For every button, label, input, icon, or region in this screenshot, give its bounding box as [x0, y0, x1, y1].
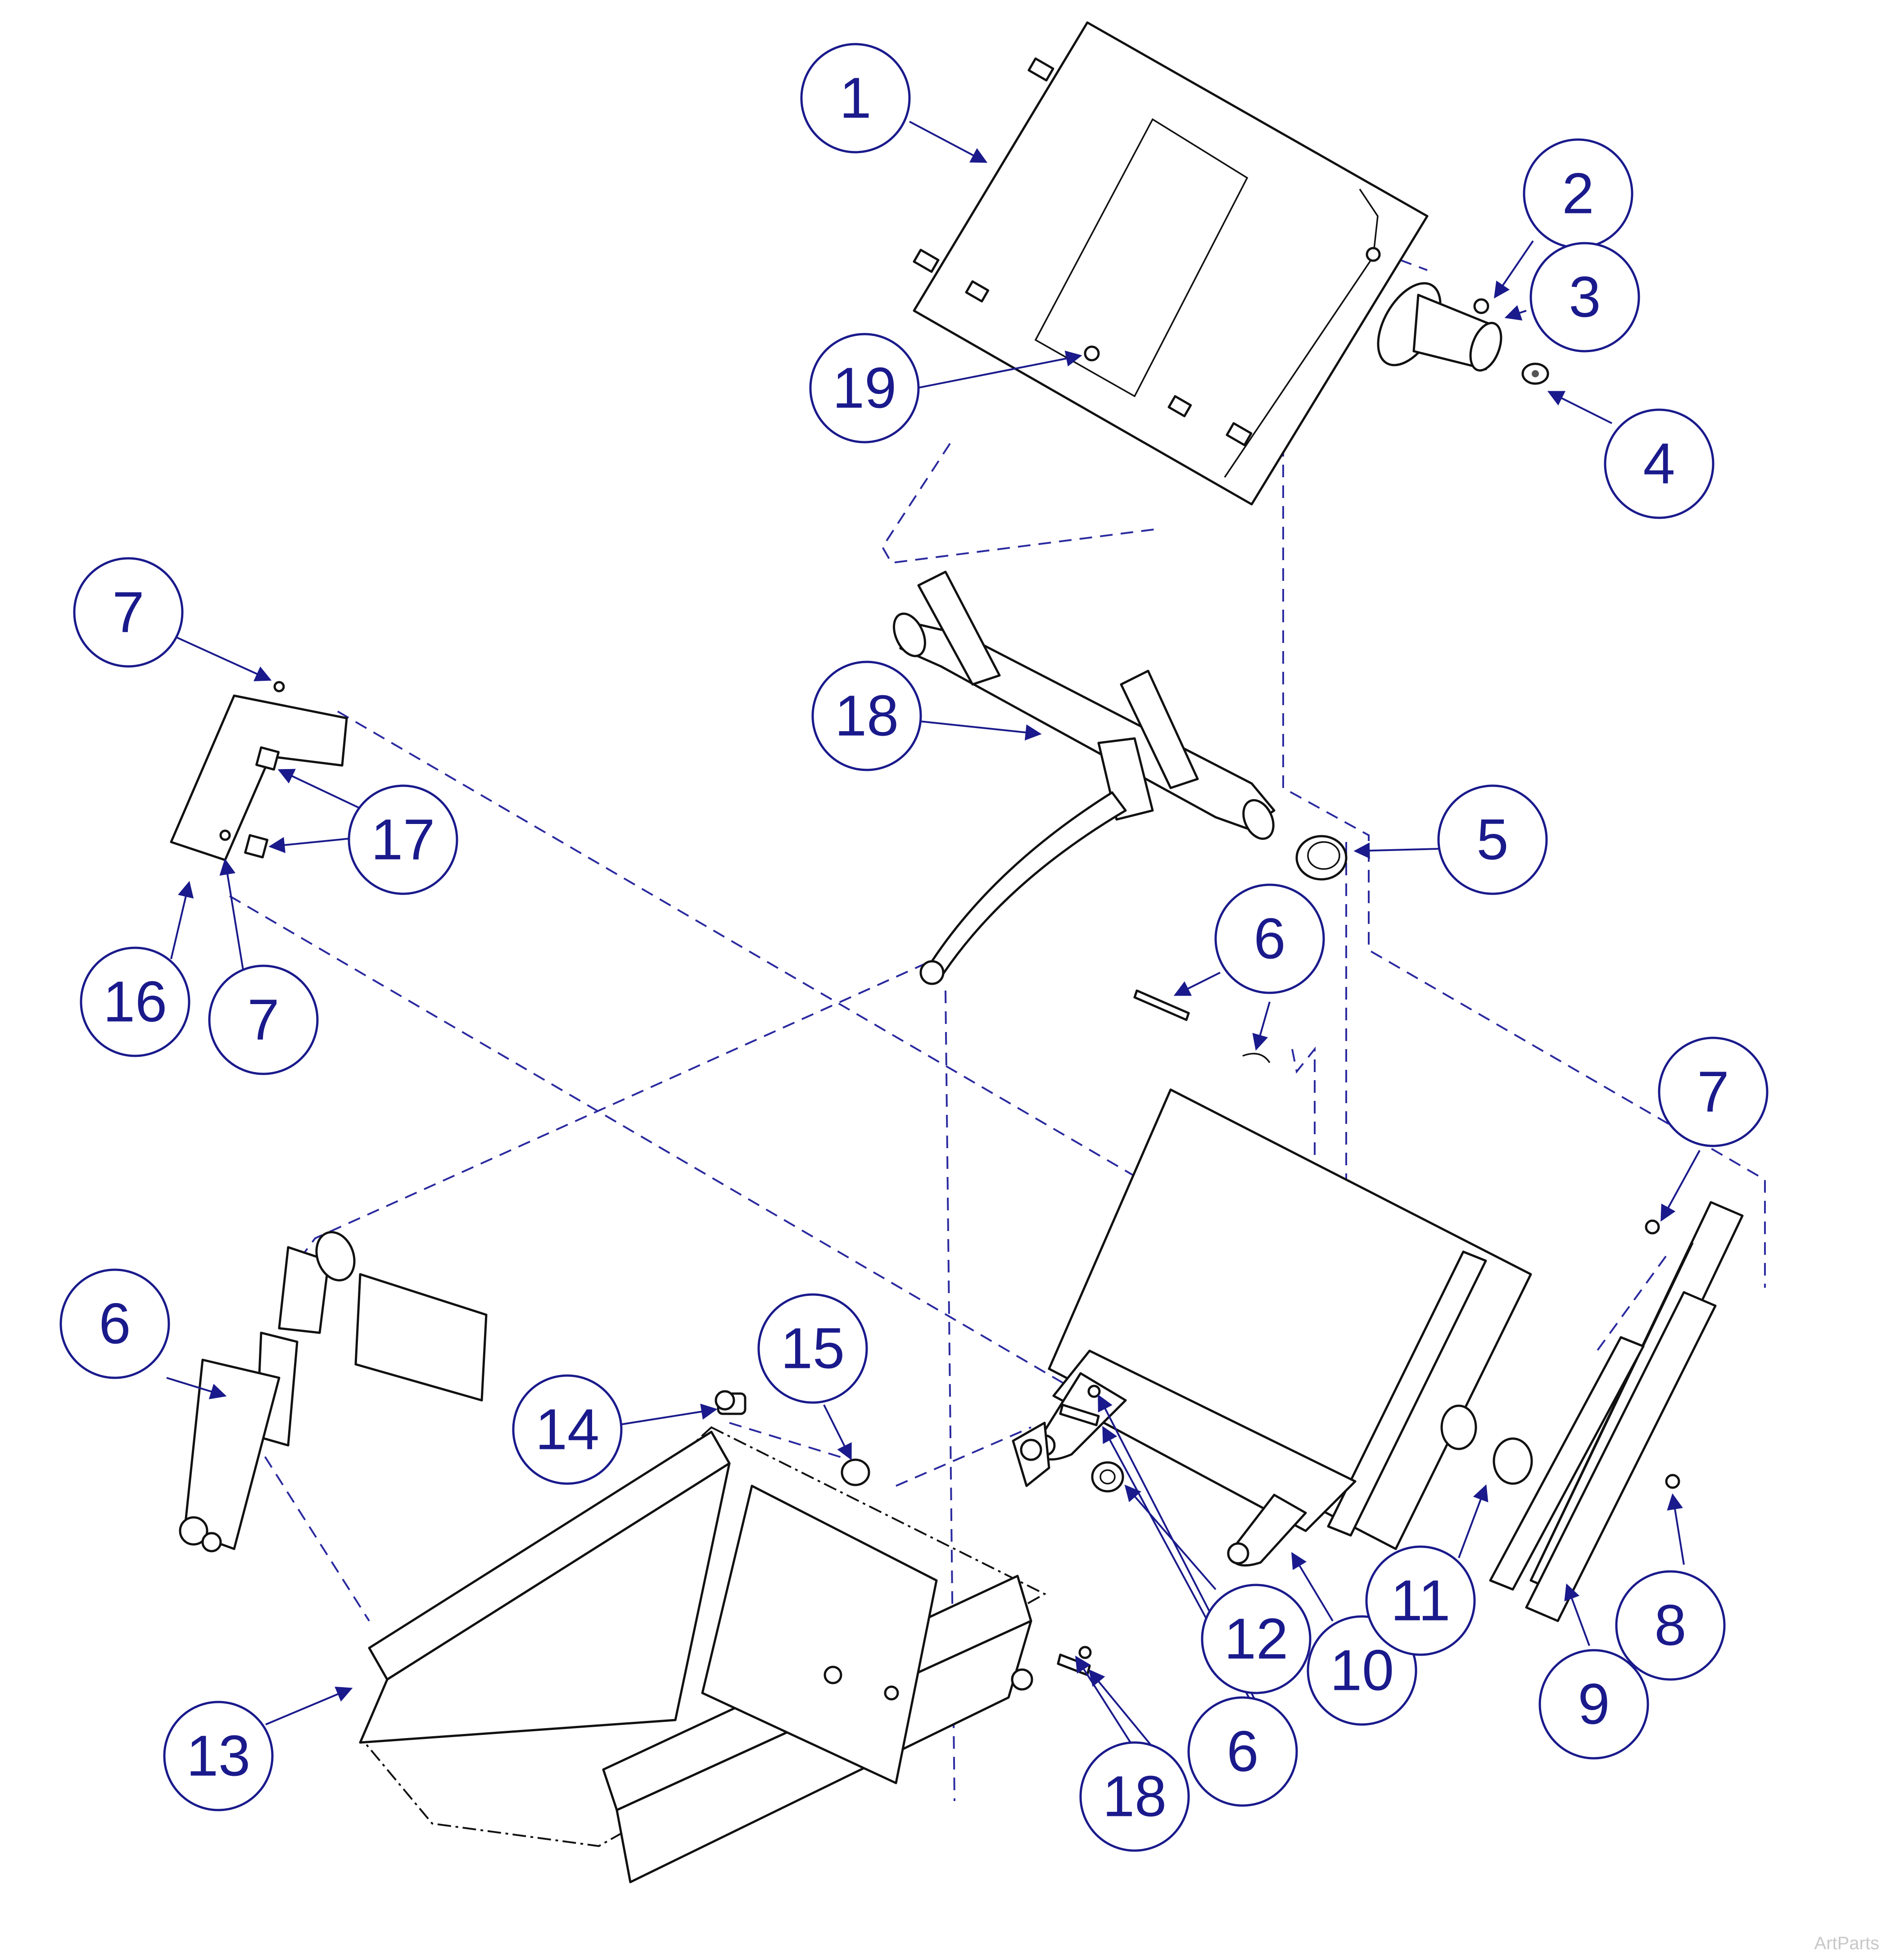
callout-15-label: 15 — [781, 1317, 845, 1381]
callout-leaders — [166, 121, 1701, 1757]
part-1-back-panel — [913, 21, 1429, 506]
callout-13[interactable]: 13 — [163, 1701, 274, 1811]
callout-11-label: 11 — [1391, 1569, 1451, 1633]
part-6-pin — [1059, 989, 1271, 1426]
callout-9-label: 9 — [1578, 1672, 1610, 1737]
callout-16[interactable]: 16 — [80, 946, 190, 1057]
part-9-slide-rail — [1489, 1201, 1744, 1622]
part-19-screw — [1084, 345, 1100, 362]
part-3-bushing — [1377, 282, 1502, 372]
artparts-watermark: ArtParts — [1814, 1933, 1879, 1953]
callout-4-label: 4 — [1643, 432, 1675, 496]
callout-5[interactable]: 5 — [1437, 784, 1548, 895]
part-8-screw — [1665, 1474, 1680, 1489]
part-7-screw-right — [1645, 1219, 1660, 1235]
callout-5-label: 5 — [1476, 808, 1508, 872]
part-6-actuator — [179, 1231, 488, 1553]
callout-13-label: 13 — [186, 1724, 250, 1788]
callout-7-top-left[interactable]: 7 — [73, 557, 184, 668]
callout-7-right-label: 7 — [1697, 1060, 1729, 1124]
callout-19-label: 19 — [832, 356, 896, 421]
callout-12[interactable]: 12 — [1201, 1584, 1312, 1694]
callout-2[interactable]: 2 — [1523, 138, 1633, 249]
callout-18-arm[interactable]: 18 — [811, 661, 922, 771]
callout-4[interactable]: 4 — [1604, 408, 1715, 519]
part-2-screw — [1473, 298, 1489, 314]
callout-17[interactable]: 17 — [348, 784, 458, 895]
callout-18-bottom-label: 18 — [1103, 1765, 1167, 1829]
callout-7-right[interactable]: 7 — [1658, 1037, 1769, 1147]
callout-10-label: 10 — [1330, 1639, 1394, 1703]
callout-18-arm-label: 18 — [835, 684, 899, 748]
callout-11[interactable]: 11 — [1365, 1545, 1476, 1656]
part-12-spacer — [1091, 1461, 1124, 1493]
callout-12-label: 12 — [1224, 1607, 1288, 1671]
assembly-dashed-lines — [220, 215, 1766, 1802]
part-11-plug — [1493, 1437, 1533, 1485]
callout-7-top-left-label: 7 — [112, 580, 144, 645]
callout-7-switch[interactable]: 7 — [208, 964, 319, 1075]
callout-6-left-label: 6 — [99, 1292, 131, 1356]
part-14-shoulder-bolt — [715, 1390, 746, 1415]
callout-7-switch-label: 7 — [247, 988, 279, 1052]
part-13-base-frame — [359, 1421, 1050, 1883]
callout-6-top-label: 6 — [1253, 907, 1285, 971]
callout-14[interactable]: 14 — [512, 1374, 623, 1485]
callout-19[interactable]: 19 — [809, 333, 920, 444]
part-18-lift-arm — [893, 570, 1276, 985]
callout-6-left[interactable]: 6 — [59, 1268, 170, 1379]
callout-6-top[interactable]: 6 — [1214, 883, 1325, 994]
callout-6-bottom[interactable]: 6 — [1187, 1696, 1298, 1807]
callout-3-label: 3 — [1569, 265, 1601, 330]
part-5-bearing — [1295, 835, 1348, 881]
callout-18-bottom[interactable]: 18 — [1079, 1741, 1190, 1852]
part-10-seat-frame — [1033, 1088, 1532, 1567]
callout-1[interactable]: 1 — [800, 43, 911, 154]
callout-2-label: 2 — [1562, 162, 1594, 226]
callout-17-label: 17 — [371, 808, 435, 872]
callout-8-label: 8 — [1654, 1593, 1686, 1658]
callout-16-label: 16 — [103, 970, 167, 1034]
callout-9[interactable]: 9 — [1538, 1649, 1649, 1760]
part-16-switch-plate — [170, 681, 348, 861]
callout-14-label: 14 — [535, 1398, 599, 1462]
part-15-spacer — [841, 1458, 870, 1486]
callout-15[interactable]: 15 — [757, 1293, 868, 1404]
callout-3[interactable]: 3 — [1529, 242, 1640, 353]
part-4-washer — [1521, 362, 1549, 385]
callout-8[interactable]: 8 — [1615, 1570, 1726, 1681]
callout-6-bottom-label: 6 — [1226, 1720, 1258, 1784]
callout-1-label: 1 — [839, 66, 871, 131]
